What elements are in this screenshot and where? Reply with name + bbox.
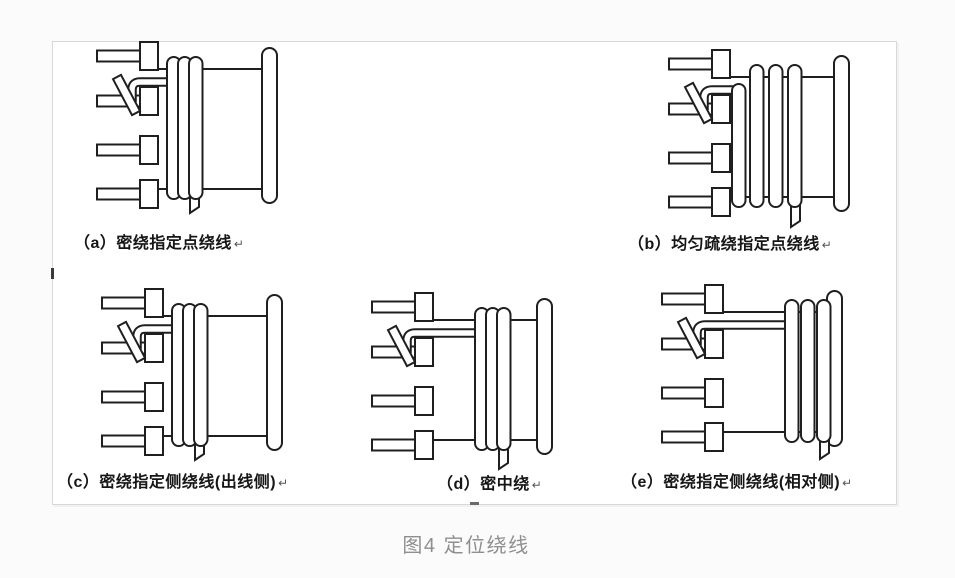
return-mark-icon: ↵ <box>821 238 833 252</box>
subfigure-d-text: （d）密中绕 <box>437 476 530 493</box>
bobbin-diagram-c <box>101 288 283 462</box>
figure-caption: 图4 定位绕线 <box>402 535 530 557</box>
return-mark-icon: ↵ <box>842 476 853 490</box>
subfigure-e-text: （e）密绕指定侧绕线(相对侧) <box>621 474 841 491</box>
return-mark-icon: ↵ <box>233 237 245 251</box>
subfigure-b-label: （b）均匀疏绕指定点绕线↵ <box>628 230 832 254</box>
bobbin-diagram-b <box>668 49 850 229</box>
bobbin-diagram-a <box>96 41 278 215</box>
figure-panel: （a）密绕指定点绕线↵ （b）均匀疏绕指定点绕线↵ （c）密绕指定侧绕线(出线侧… <box>51 41 897 505</box>
subfigure-e-label: （e）密绕指定侧绕线(相对侧)↵ <box>621 468 853 492</box>
bobbin-diagram-d <box>371 292 553 471</box>
bobbin-diagram-e <box>661 284 843 461</box>
subfigure-d-label: （d）密中绕↵ <box>437 470 542 494</box>
subfigure-c-label: （c）密绕指定侧绕线(出线侧)↵ <box>57 468 289 492</box>
subfigure-a-text: （a）密绕指定点绕线 <box>74 235 232 252</box>
subfigure-a-label: （a）密绕指定点绕线↵ <box>74 229 244 253</box>
return-mark-icon: ↵ <box>531 478 543 492</box>
left-border-tick <box>51 268 54 279</box>
subfigure-c-text: （c）密绕指定侧绕线(出线侧) <box>57 474 277 491</box>
bottom-border-tick <box>470 502 479 505</box>
return-mark-icon: ↵ <box>278 476 289 490</box>
subfigure-b-text: （b）均匀疏绕指定点绕线 <box>628 236 820 253</box>
